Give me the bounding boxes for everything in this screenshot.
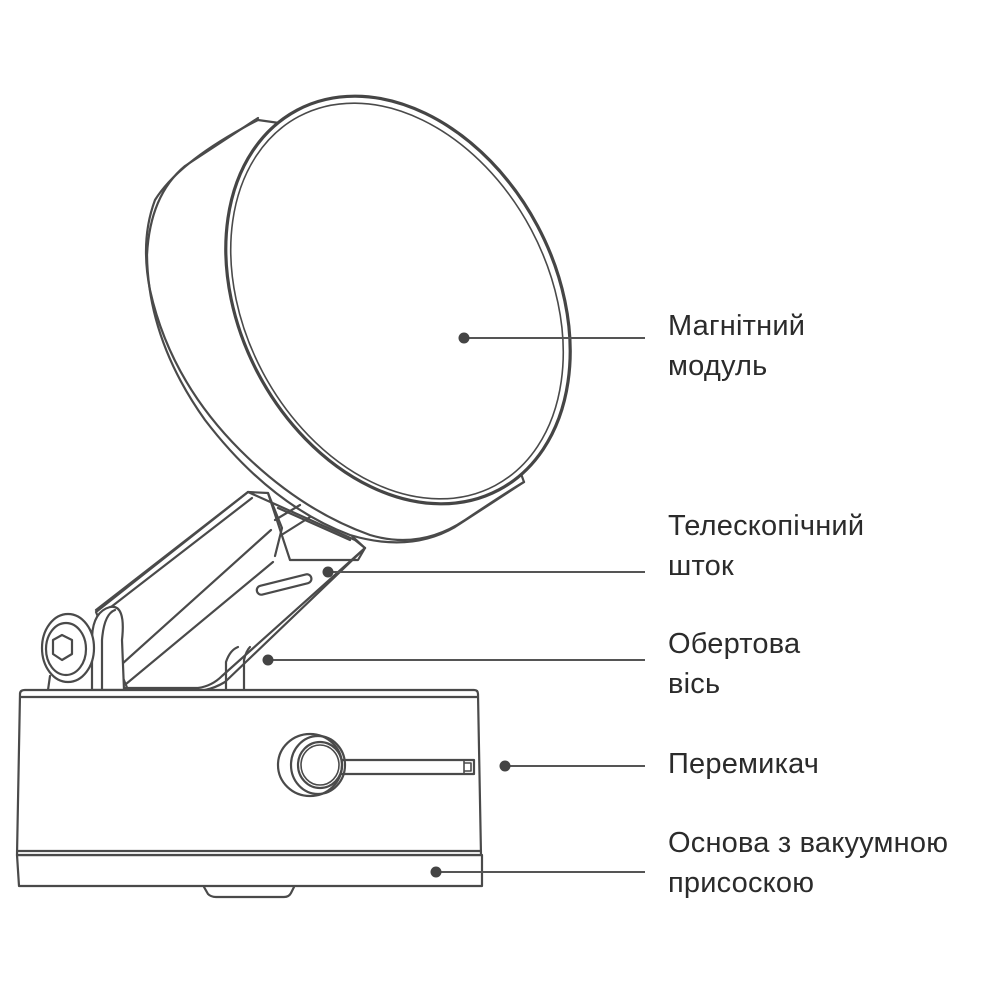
vacuum-base-drawing [15,688,484,899]
anchor-dot-telescopic-rod [322,566,334,578]
label-line: Обертова [668,628,801,660]
label-line: Магнітний [668,310,806,342]
label-line: вісь [668,668,721,700]
label-line: Основа з вакуумною [668,827,949,859]
anchor-dot-switch [499,760,511,772]
anchor-dot-magnetic-module [458,332,470,344]
label-line: Телескопічний [668,510,865,542]
label-rotation-axis: Обертова вісь [668,624,800,704]
label-line: Перемикач [668,748,820,780]
magnetic-module-drawing [144,94,572,544]
label-vacuum-base: Основа з вакуумною присоскою [668,823,948,903]
hinge-screw-drawing [40,605,126,692]
anchor-dot-rotation-axis [262,654,274,666]
label-magnetic-module: Магнітний модуль [668,306,805,386]
anchor-dot-vacuum-base [430,866,442,878]
label-switch: Перемикач [668,744,819,784]
label-line: шток [668,550,734,582]
label-line: присоскою [668,867,815,899]
label-line: модуль [668,350,768,382]
label-telescopic-rod: Телескопічний шток [668,506,864,586]
leader-lines [262,332,645,878]
telescopic-rod-drawing [94,490,367,692]
switch-drawing [276,732,476,798]
rotation-axis-drawing [224,645,252,692]
